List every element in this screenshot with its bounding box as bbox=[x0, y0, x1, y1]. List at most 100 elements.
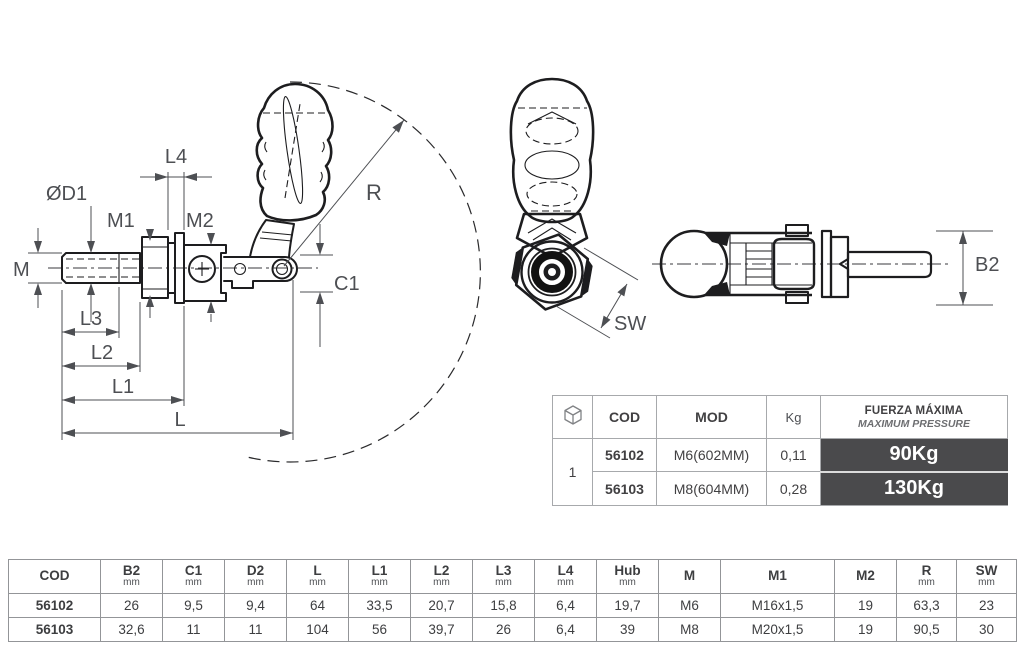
mod-cell: M8(604MM) bbox=[656, 471, 767, 506]
spec-cell: 90,5 bbox=[896, 617, 957, 642]
dim-label-m1: M1 bbox=[107, 210, 135, 232]
spec-cell: 63,3 bbox=[896, 593, 957, 618]
top-flange-washers bbox=[820, 229, 850, 299]
spec-cell: 20,7 bbox=[410, 593, 473, 618]
product-table: COD MOD Kg FUERZA MÁXIMA MAXIMUM PRESSUR… bbox=[552, 395, 1008, 506]
top-knob bbox=[659, 229, 729, 299]
dim-SW: SW bbox=[555, 247, 646, 339]
spec-header-m1: M1 bbox=[720, 559, 835, 594]
cod-cell: 56103 bbox=[592, 471, 657, 506]
clamp-body bbox=[183, 244, 227, 302]
dim-lengths: L3 L2 L1 L bbox=[61, 280, 294, 440]
spec-cell: 26 bbox=[472, 617, 535, 642]
spec-header-cod: COD bbox=[8, 559, 101, 594]
qty-cell: 1 bbox=[552, 438, 593, 506]
spec-cell: 6,4 bbox=[534, 593, 597, 618]
spec-row-56102: 56102 26 9,5 9,4 64 33,5 20,7 15,8 6,4 1… bbox=[8, 593, 1017, 618]
kg-cell: 0,11 bbox=[766, 438, 821, 472]
dim-M1: M1 bbox=[107, 210, 154, 318]
threaded-rod bbox=[61, 252, 141, 284]
spec-cell: 19 bbox=[834, 593, 897, 618]
force-cell: 130Kg bbox=[820, 470, 1008, 506]
top-view-drawing: B2 bbox=[652, 224, 999, 306]
dim-M: M bbox=[13, 228, 62, 308]
dim-label-m2: M2 bbox=[186, 210, 214, 232]
cod-cell: 56102 bbox=[592, 438, 657, 472]
lever-arm bbox=[223, 256, 298, 289]
spec-header-m: M bbox=[658, 559, 721, 594]
front-view-drawing: SW bbox=[509, 77, 646, 339]
spec-cell: 33,5 bbox=[348, 593, 411, 618]
spec-cell: 64 bbox=[286, 593, 349, 618]
spec-cell: 56103 bbox=[8, 617, 101, 642]
dim-label-sw: SW bbox=[614, 313, 646, 335]
mod-header: MOD bbox=[656, 395, 767, 439]
dim-M2: M2 bbox=[186, 210, 215, 322]
force-header-subtitle: MAXIMUM PRESSURE bbox=[857, 417, 970, 430]
dim-B2: B2 bbox=[936, 230, 999, 306]
spec-cell: 39 bbox=[596, 617, 659, 642]
spec-cell: M16x1,5 bbox=[720, 593, 835, 618]
spec-header-m2: M2 bbox=[834, 559, 897, 594]
spec-cell: 23 bbox=[956, 593, 1017, 618]
spec-cell: 39,7 bbox=[410, 617, 473, 642]
spec-cell: M6 bbox=[658, 593, 721, 618]
top-clevis bbox=[704, 231, 812, 297]
dim-label-l3: L3 bbox=[80, 308, 102, 330]
side-view-drawing: M ØD1 M1 M2 L4 bbox=[13, 82, 405, 440]
dim-label-l: L bbox=[174, 409, 185, 431]
swing-radius-arc bbox=[242, 81, 481, 463]
front-spindle-circles bbox=[520, 240, 584, 304]
spec-cell: M20x1,5 bbox=[720, 617, 835, 642]
top-body-barrel bbox=[772, 224, 816, 304]
mod-cell: M6(602MM) bbox=[656, 438, 767, 472]
dim-L4: L4 bbox=[140, 146, 212, 230]
qty-header-cell bbox=[552, 395, 593, 439]
dim-label-c1: C1 bbox=[334, 273, 360, 295]
cod-header: COD bbox=[592, 395, 657, 439]
kg-header: Kg bbox=[766, 395, 821, 439]
handle-grip bbox=[255, 82, 334, 222]
dim-label-l1: L1 bbox=[112, 376, 134, 398]
spec-cell: 9,5 bbox=[162, 593, 225, 618]
dim-OD1: ØD1 bbox=[46, 183, 95, 322]
spec-cell: M8 bbox=[658, 617, 721, 642]
handle-shaft bbox=[249, 219, 295, 258]
spec-cell: 19 bbox=[834, 617, 897, 642]
spec-cell: 9,4 bbox=[224, 593, 287, 618]
spec-cell: 56102 bbox=[8, 593, 101, 618]
dim-label-m: M bbox=[13, 259, 30, 281]
dim-label-r: R bbox=[366, 180, 382, 205]
dim-label-l4: L4 bbox=[165, 146, 187, 168]
force-header: FUERZA MÁXIMA MAXIMUM PRESSURE bbox=[820, 395, 1008, 439]
package-cube-icon bbox=[563, 404, 582, 425]
front-grip bbox=[509, 77, 595, 224]
front-hex-nut bbox=[511, 233, 593, 311]
spec-cell: 30 bbox=[956, 617, 1017, 642]
spec-cell: 56 bbox=[348, 617, 411, 642]
spec-cell: 26 bbox=[100, 593, 163, 618]
force-cell: 90Kg bbox=[820, 438, 1008, 472]
dim-R: R bbox=[283, 119, 405, 267]
dim-label-od1: ØD1 bbox=[46, 183, 87, 205]
dim-C1: C1 bbox=[300, 224, 360, 347]
spec-cell: 104 bbox=[286, 617, 349, 642]
spec-cell: 6,4 bbox=[534, 617, 597, 642]
kg-cell: 0,28 bbox=[766, 471, 821, 506]
spec-cell: 15,8 bbox=[472, 593, 535, 618]
force-header-title: FUERZA MÁXIMA bbox=[864, 404, 964, 417]
